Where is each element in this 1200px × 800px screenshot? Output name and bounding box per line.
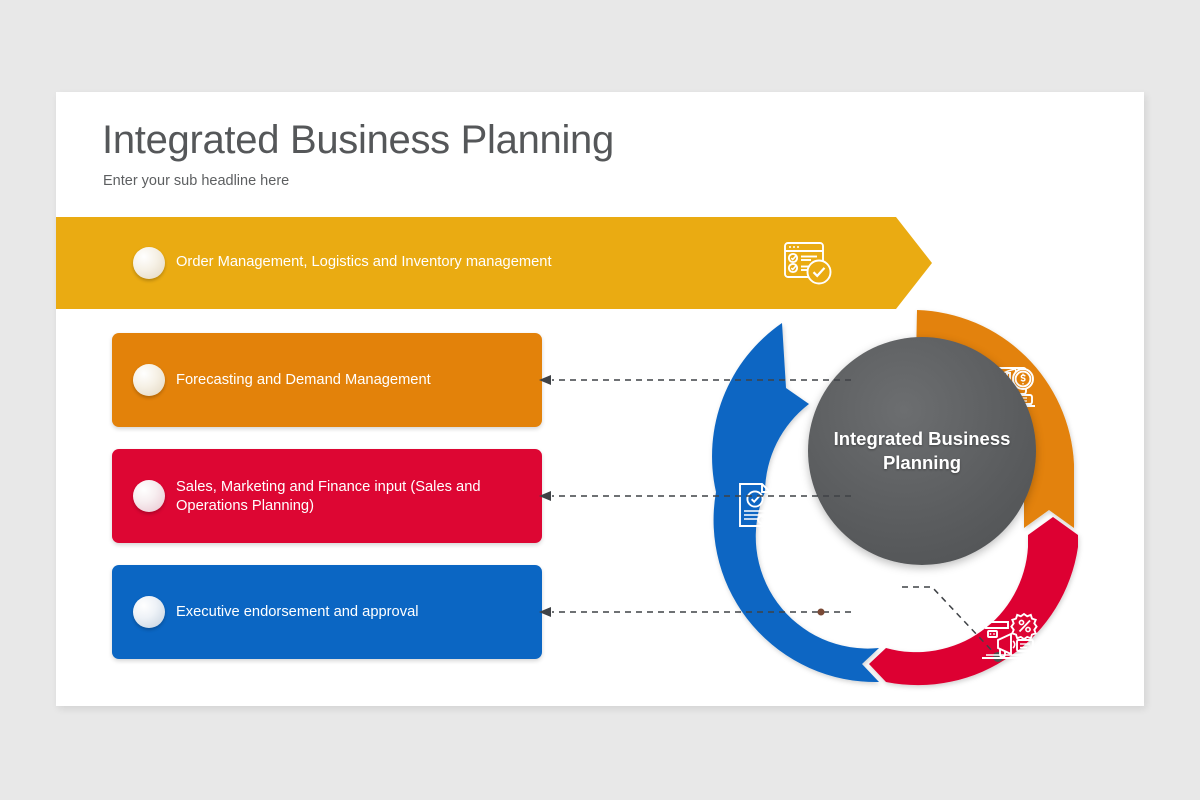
slide-card: Integrated Business Planning Enter your …: [56, 92, 1144, 706]
banner-sales-marketing-finance[interactable]: Sales, Marketing and Finance input (Sale…: [112, 449, 542, 543]
page-subtitle: Enter your sub headline here: [103, 173, 290, 189]
banner-order-management[interactable]: Order Management, Logistics and Inventor…: [56, 217, 896, 309]
banner-bullet: [133, 480, 165, 512]
banner-bullet: [133, 247, 165, 279]
center-hub[interactable]: Integrated Business Planning: [808, 337, 1036, 565]
order-checklist-icon: [781, 239, 839, 289]
banner-label: Order Management, Logistics and Inventor…: [176, 254, 552, 270]
document-approval-stamp-icon: [739, 483, 779, 530]
megaphone-discount-icon: [982, 612, 1038, 659]
banner-chevron-tip: [896, 217, 932, 309]
page-title: Integrated Business Planning: [102, 118, 614, 162]
connector-banner-2: [539, 375, 851, 385]
banner-executive-approval[interactable]: Executive endorsement and approval: [112, 565, 542, 659]
banner-label: Forecasting and Demand Management: [176, 372, 431, 388]
segment-red[interactable]: [869, 517, 1078, 686]
banner-bullet: [133, 364, 165, 396]
connector-banner-4: [539, 607, 851, 617]
connector-banner-3: [539, 491, 851, 501]
banner-label: Executive endorsement and approval: [176, 604, 419, 620]
banner-bullet: [133, 596, 165, 628]
segment-blue[interactable]: [712, 323, 879, 683]
banner-forecasting[interactable]: Forecasting and Demand Management: [112, 333, 542, 427]
hub-label: Integrated Business Planning: [833, 428, 1011, 473]
banner-label: Sales, Marketing and Finance input (Sale…: [176, 479, 481, 514]
